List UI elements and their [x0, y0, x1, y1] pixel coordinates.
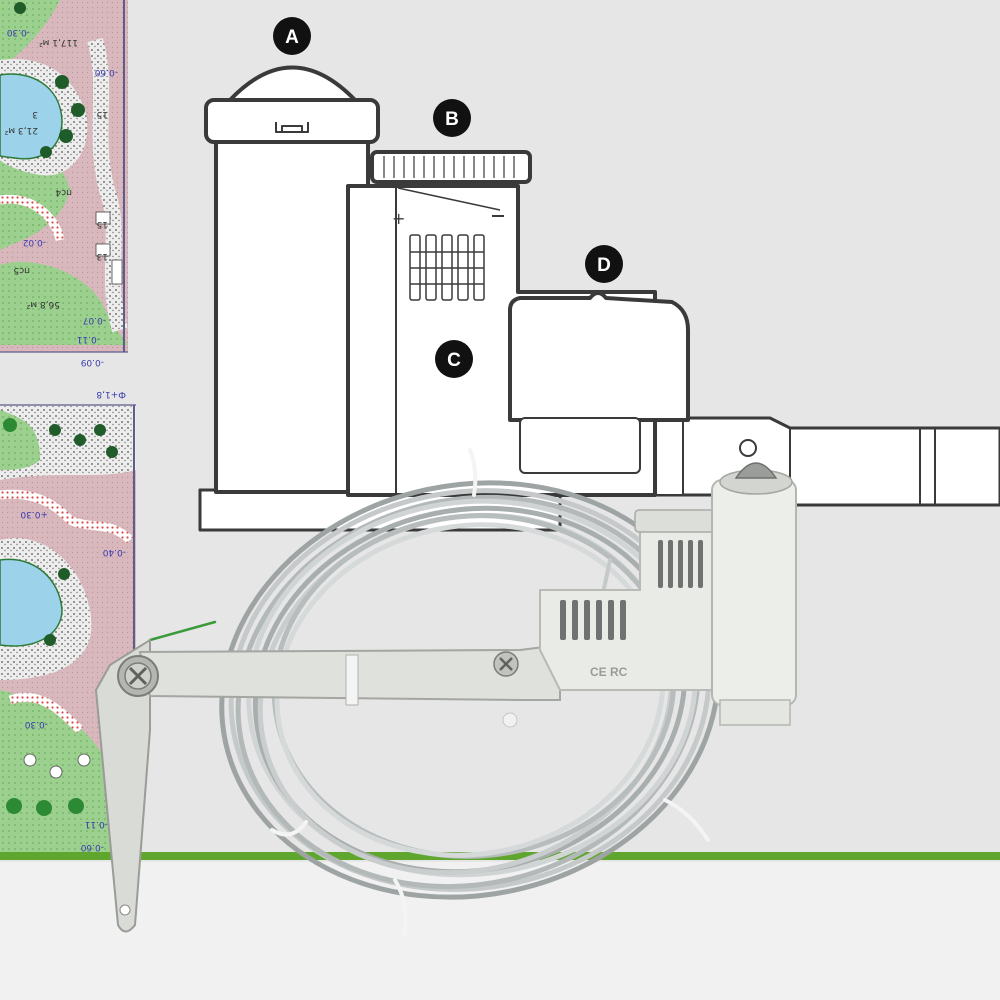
area-label-pond: 21,3 м² — [4, 125, 38, 135]
drawing-adjust-ring — [370, 150, 532, 184]
mounting-bracket-icon — [94, 638, 561, 933]
area-label-large: 117,1 м² — [39, 37, 78, 47]
sensor-cap-icon — [734, 462, 778, 479]
sensor-body-photo: CE RC — [539, 462, 797, 726]
level-2: -0.02 — [23, 237, 46, 247]
lower-level-3: -0.30 — [24, 719, 48, 729]
callout-a-label: A — [285, 27, 299, 48]
zone-label-2: пс5 — [13, 265, 30, 275]
drawing-vents — [409, 234, 485, 301]
sensor-line-drawing: + — [198, 65, 1000, 532]
lower-level-5: -0.11 — [85, 819, 108, 829]
callout-d-label: D — [597, 255, 611, 276]
level-5: -0.09 — [80, 357, 104, 367]
callout-b-label: B — [445, 109, 459, 130]
pond-number: 3 — [32, 109, 38, 119]
level-4: -0.11 — [77, 334, 100, 344]
lower-level-2: +0.30 — [20, 509, 48, 519]
lower-level-4: -0.40 — [102, 547, 126, 557]
molded-marks: CE RC — [590, 665, 628, 679]
callout-d: D — [585, 245, 623, 283]
lower-level-1: Ф+1,8 — [96, 389, 126, 399]
callout-c-label: C — [447, 350, 461, 371]
drawing-column — [214, 140, 370, 494]
bench-2: 15 — [97, 109, 108, 119]
drawing-bracket-arm — [653, 416, 1000, 507]
callout-c: C — [435, 340, 473, 378]
zone-label-1: пс4 — [55, 187, 72, 197]
callout-a: A — [273, 17, 311, 55]
site-plan-upper: 117,1 м² 21,3 м² 3 пс4 пс5 56,8 м² 15 15… — [0, 0, 128, 367]
pond-shape-lower — [0, 558, 63, 647]
drawing-plus-mark: + — [392, 209, 405, 228]
level-3: -0.07 — [83, 315, 106, 325]
bench-3: 13 — [97, 251, 108, 261]
drawing-dome-cap — [228, 65, 357, 102]
lower-level-6: -0.60 — [80, 842, 104, 852]
level-1: -0.30 — [6, 27, 30, 37]
drawing-cap-ring — [204, 98, 380, 144]
callout-b: B — [433, 99, 471, 137]
bench-1: 15 — [97, 219, 108, 229]
site-plan-lower: Ф+1,8 +0.30 -0.30 -0.40 -0.11 -0.60 — [0, 389, 136, 855]
drawing-terminal-cover — [508, 291, 690, 422]
area-label-lawn: 56,8 м² — [26, 299, 60, 309]
sensor-vents-photo — [560, 540, 703, 640]
level-6: -0.60 — [94, 67, 118, 77]
